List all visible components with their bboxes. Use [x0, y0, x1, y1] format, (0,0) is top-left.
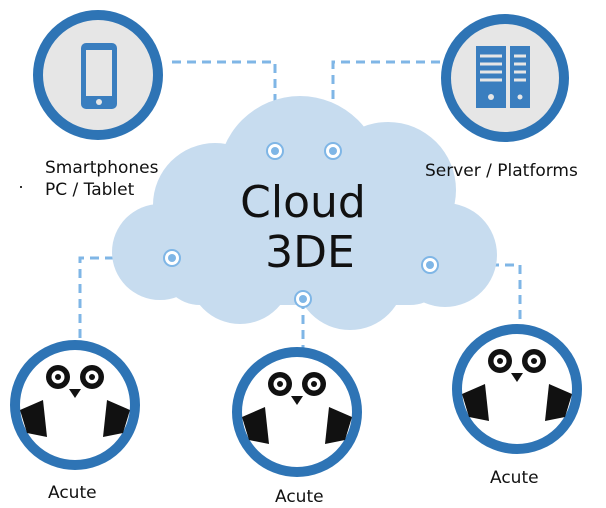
acute-right-label: Acute — [490, 468, 539, 488]
acute-left-label: Acute — [48, 483, 97, 503]
dot-acute-left — [163, 249, 181, 267]
smartphone-icon — [81, 43, 117, 109]
server-icon — [476, 46, 530, 108]
acute-right-node — [452, 324, 582, 454]
connector-server — [331, 60, 440, 148]
connector-devices — [172, 60, 277, 148]
acute-center-label: Acute — [275, 487, 324, 507]
cloud-shape — [112, 96, 497, 330]
server-label: Server / Platforms — [425, 161, 578, 181]
dot-acute-right — [421, 256, 439, 274]
dot-devices — [266, 142, 284, 160]
cloud-title-line1: Cloud — [240, 177, 366, 228]
owl-robot-icon — [20, 365, 130, 437]
devices-node — [33, 10, 163, 140]
owl-robot-icon — [462, 349, 572, 421]
stray-mark — [20, 186, 22, 188]
devices-label-line2: PC / Tablet — [45, 180, 135, 200]
dot-server — [324, 142, 342, 160]
devices-label-line1: Smartphones — [45, 158, 159, 178]
owl-robot-icon — [242, 372, 352, 444]
cloud-title-line2: 3DE — [265, 227, 355, 278]
acute-left-node — [10, 340, 140, 470]
dot-acute-center — [294, 290, 312, 308]
acute-center-node — [232, 347, 362, 477]
server-node — [441, 14, 569, 142]
connection-dots — [163, 142, 439, 308]
